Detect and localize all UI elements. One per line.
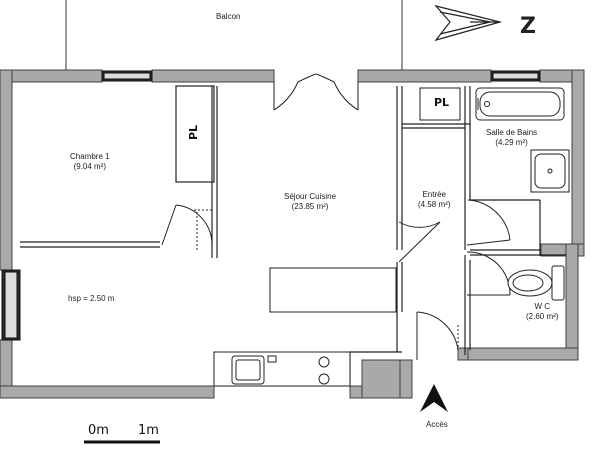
kitchen	[213, 267, 397, 387]
access-arrow-icon	[420, 384, 448, 412]
scale-end-label: 1m	[138, 423, 159, 438]
balcony	[65, 0, 403, 70]
north-arrow-icon	[434, 4, 503, 42]
ceiling-height-label: hsp = 2.50 m	[68, 294, 115, 303]
wc-area: (2.60 m²)	[526, 312, 559, 321]
chambre-name: Chambre 1	[70, 152, 110, 161]
bathtub	[475, 87, 565, 121]
north-letter: Z	[520, 14, 536, 39]
placard-chambre-label: PL	[187, 124, 201, 141]
sejour-name: Séjour Cuisine	[284, 192, 337, 201]
balcony-door	[273, 73, 359, 111]
bains-area: (4.29 m²)	[495, 138, 528, 147]
bains-label: Salle de Bains (4.29 m²)	[486, 128, 537, 148]
wc-label: W C (2.60 m²)	[526, 302, 558, 322]
chambre-label: Chambre 1 (9.04 m²)	[70, 152, 110, 172]
entrance-placard	[419, 87, 461, 121]
entree-name: Entrée	[422, 190, 447, 199]
interior-walls	[20, 85, 566, 385]
windows	[1, 70, 541, 341]
sink	[530, 149, 570, 193]
access-label: Accès	[426, 420, 448, 429]
sejour-area: (23.85 m²)	[291, 202, 329, 211]
sejour-label: Séjour Cuisine (23.85 m²)	[284, 192, 336, 212]
toilet	[507, 265, 565, 301]
entree-label: Entrée (4.58 m²)	[418, 190, 450, 210]
wc-name: W C	[534, 302, 550, 311]
placard-entree-label: PL	[434, 96, 450, 109]
scale-start-label: 0m	[88, 423, 109, 438]
entree-area: (4.58 m²)	[418, 200, 451, 209]
balcon-label: Balcon	[216, 12, 241, 21]
chambre-area: (9.04 m²)	[73, 162, 107, 171]
bains-name: Salle de Bains	[486, 128, 538, 137]
